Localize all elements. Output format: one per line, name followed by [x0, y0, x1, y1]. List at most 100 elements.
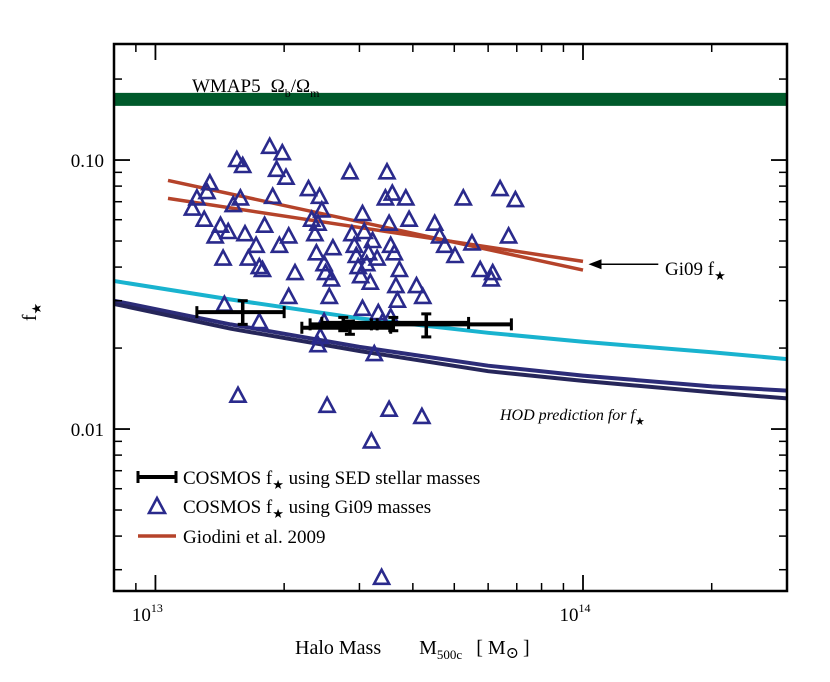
triangle-point [425, 212, 445, 231]
triangle-point [371, 567, 392, 586]
triangle-point [412, 406, 432, 425]
hod-label: HOD prediction for f★ [499, 407, 645, 428]
x-tick-label: 1014 [559, 601, 590, 626]
triangle-point [254, 214, 275, 233]
triangle-point [228, 384, 248, 404]
errorbar-point [369, 312, 513, 339]
legend-item-giodini: Giodini et al. 2009 [138, 527, 325, 548]
triangle-point [249, 256, 269, 275]
triangle-point [309, 186, 330, 205]
hod-curve-0 [114, 279, 787, 362]
triangle-point [312, 199, 332, 218]
triangle-point [396, 187, 416, 206]
errorbar-point [195, 299, 286, 326]
triangle-point [406, 275, 427, 294]
triangle-point [230, 187, 251, 206]
triangle-point [389, 259, 410, 278]
triangle-point [235, 223, 255, 242]
triangle-point [182, 197, 203, 216]
triangle-point [246, 235, 266, 254]
triangle-point [305, 223, 325, 242]
legend-triangle-symbol [146, 495, 168, 515]
y-tick-label: 0.10 [71, 151, 104, 172]
gi09-label: Gi09 f★ [665, 259, 726, 283]
triangle-point [319, 286, 339, 305]
triangle-point [227, 149, 247, 168]
triangle-point [462, 232, 482, 251]
x-tick-base: 10 [132, 605, 151, 626]
triangle-point [276, 166, 296, 185]
triangle-point [470, 259, 490, 278]
triangle-point [490, 178, 510, 197]
triangle-point [194, 208, 214, 227]
triangle-point [321, 268, 342, 287]
triangle-point [298, 178, 319, 197]
y-tick-label: 0.01 [71, 420, 104, 441]
triangle-point [379, 212, 399, 231]
hod-curve-1 [114, 298, 787, 393]
gi09-annotation: Gi09 f★ [588, 259, 726, 283]
legend-label-sed: COSMOS f★ using SED stellar masses [183, 468, 480, 492]
triangle-point [377, 161, 397, 180]
triangle-point [435, 235, 455, 254]
triangle-point [308, 334, 328, 353]
x-tick-exp: 14 [578, 601, 590, 615]
triangle-point [354, 221, 374, 240]
triangle-point [399, 208, 419, 227]
triangle-point [279, 225, 299, 244]
triangle-point [308, 212, 328, 231]
triangle-point [429, 225, 450, 244]
triangle-point [200, 172, 220, 191]
plot-area [114, 92, 787, 586]
triangle-point [483, 262, 503, 281]
triangle-point [238, 247, 259, 266]
plot-frame [112, 42, 789, 593]
triangle-point [352, 203, 373, 222]
triangle-point [260, 136, 280, 155]
triangle-point [367, 247, 387, 266]
x-tick-exp: 13 [151, 601, 163, 615]
triangle-point [361, 430, 382, 449]
triangle-point [266, 159, 287, 178]
triangle-point [453, 187, 473, 206]
triangle-point [382, 182, 402, 201]
triangle-point [315, 262, 336, 281]
legend-label-giodini: Giodini et al. 2009 [183, 527, 325, 548]
triangle-point [375, 187, 396, 206]
triangle-point [364, 343, 384, 362]
legend-item-gi09: COSMOS f★ using Gi09 masses [146, 495, 431, 521]
hod-curve-2 [114, 301, 787, 401]
triangle-point [379, 398, 399, 418]
triangle-point [197, 181, 217, 200]
legend-label-gi09: COSMOS f★ using Gi09 masses [183, 497, 431, 521]
triangle-point [358, 242, 379, 261]
triangle-point [352, 298, 373, 317]
gi09-arrow-head [588, 259, 602, 270]
triangle-point [413, 286, 433, 305]
triangle-point [384, 242, 404, 261]
triangle-point [279, 286, 299, 305]
axis-ticks: 1013 1014 0.01 0.10 [71, 44, 788, 626]
triangle-point [205, 225, 225, 244]
giodini-line-1 [167, 196, 584, 264]
triangle-point [263, 186, 283, 205]
triangle-point [269, 235, 290, 254]
triangle-point [362, 230, 383, 249]
triangle-point [387, 289, 408, 309]
triangle-point [505, 189, 526, 208]
triangle-point [210, 214, 231, 233]
triangle-point [233, 155, 253, 174]
triangle-point [218, 221, 238, 240]
triangle-point [351, 265, 371, 284]
triangle-point [252, 259, 273, 278]
y-axis-label: f★ [19, 303, 44, 321]
triangle-point [272, 142, 292, 161]
triangle-point [323, 237, 343, 256]
triangle-point [285, 262, 305, 281]
legend: COSMOS f★ using SED stellar masses COSMO… [136, 468, 480, 548]
triangle-point [340, 161, 360, 180]
triangle-point [360, 271, 380, 291]
triangle-point [213, 247, 233, 266]
